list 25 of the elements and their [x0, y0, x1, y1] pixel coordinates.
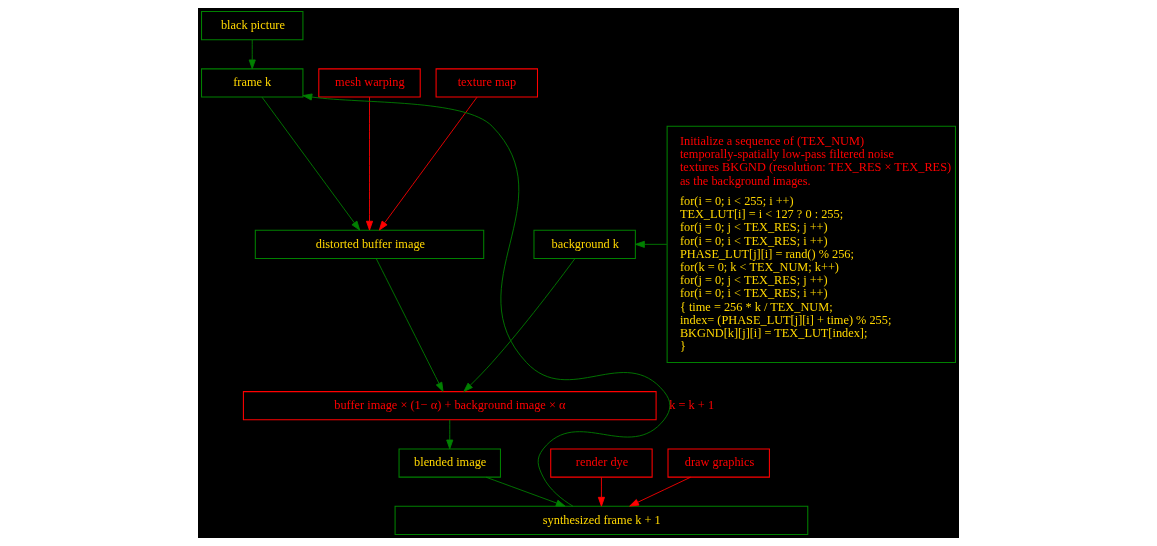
- arrow: [261, 96, 361, 231]
- node-box: frame k: [201, 68, 304, 98]
- arrow: [597, 476, 605, 507]
- arrow: [375, 258, 444, 392]
- arrow: [463, 258, 576, 392]
- node-box: mesh warping: [318, 68, 421, 98]
- node-box: background k: [533, 229, 636, 259]
- node-box: synthesized frame k + 1: [394, 505, 809, 535]
- arrow: [366, 96, 374, 231]
- arrow: [485, 476, 566, 507]
- arrow: [629, 476, 692, 507]
- node-box: texture map: [435, 68, 539, 98]
- edge-label: k = k + 1: [669, 397, 715, 412]
- node-box: black picture: [201, 11, 304, 41]
- arrow: [446, 419, 454, 450]
- node-box: distorted buffer image: [254, 229, 485, 259]
- node-box: buffer image × (1− α) + background image × α: [242, 391, 657, 421]
- arrow: [248, 39, 256, 70]
- arrow: [635, 240, 668, 248]
- arrow: [302, 93, 671, 507]
- node-box: Initialize a sequence of (TEX_NUM) temporally-spatially low-pass filtered noise textures BKGND (resolution: TEX_RES × TEX_RES) as the background images. for(i = 0; i < 255; i ++) TEX_LUT[i] = i < 127 ? 0 : 255; for(j = 0; j < TEX_RES; j ++) for(i = 0; i < TEX_RES; i ++) PHASE_LUT[j][i] = rand() % 256; for(k = 0; k < TEX_NUM; k++) for(j = 0; j < TEX_RES; j ++) for(i = 0; i < TEX_RES; i ++) { time = 256 * k / TEX_NUM; index= (PHASE_LUT[j][i] + time) % 255; BKGND[k][j][i] = TEX_LUT[index]; }: [666, 125, 956, 364]
- node-box: draw graphics: [667, 448, 770, 478]
- arrow: [378, 96, 478, 231]
- node-box: blended image: [398, 448, 501, 478]
- node-box: render dye: [550, 448, 653, 478]
